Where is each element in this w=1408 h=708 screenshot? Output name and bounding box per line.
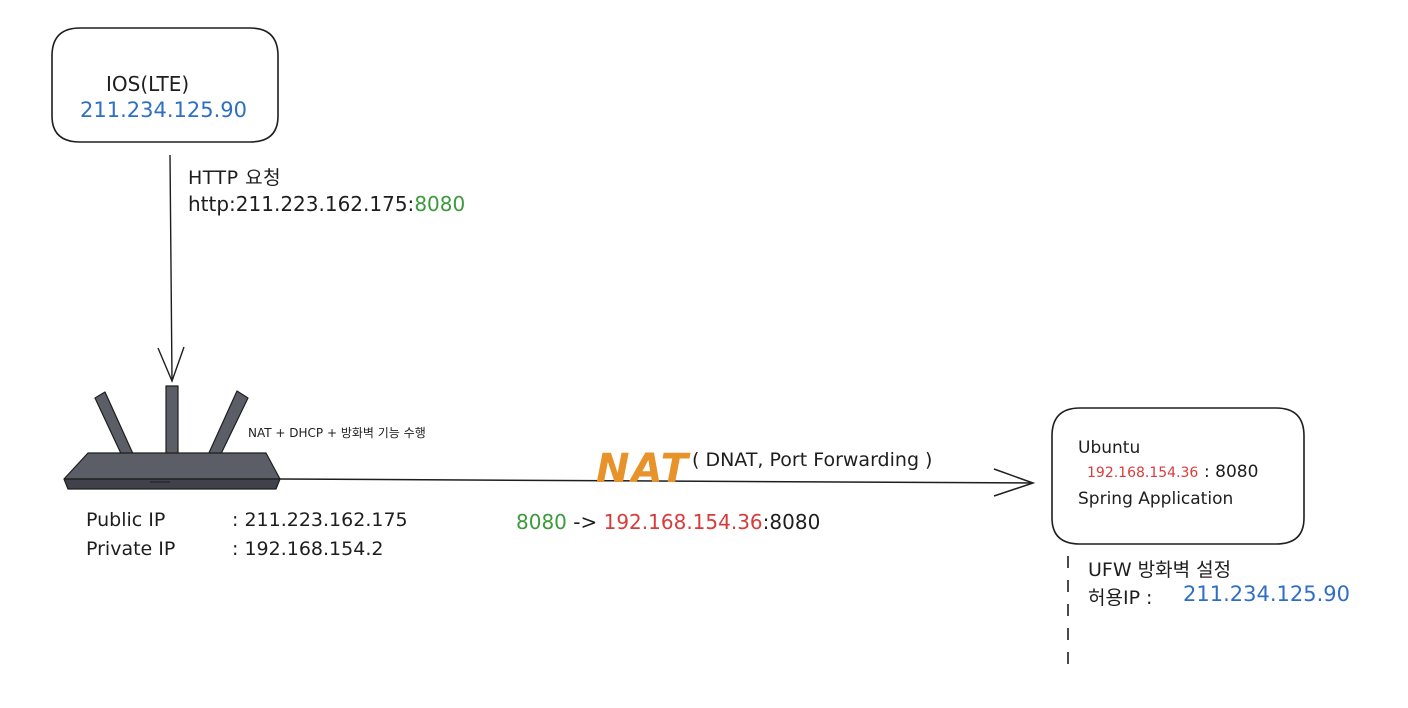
forward-rule-port: 8080 [516,510,567,534]
server-port: : 8080 [1204,462,1259,482]
request-arrow [169,154,173,381]
nat-label: NAT [596,446,690,492]
forward-rule-target-ip: 192.168.154.36 [603,510,763,534]
client-box [51,27,279,143]
forward-rule-arrow: -> [566,510,604,534]
forward-rule-target-port: :8080 [762,510,821,534]
nat-arrow [279,478,1033,484]
router-caption: NAT + DHCP + 방화벽 기능 수행 [248,426,426,440]
request-url-prefix: http:211.223.162.175: [188,192,415,216]
firewall-allow-label: 허용IP : [1088,587,1153,609]
request-title: HTTP 요청 [188,167,282,189]
private-ip-value: : 192.168.154.2 [232,538,384,560]
client-ip: 211.234.125.90 [80,98,247,122]
public-ip-label: Public IP [86,509,166,531]
nat-arrow-head [993,468,1036,497]
server-title: Ubuntu [1078,438,1141,458]
private-ip-label: Private IP [86,538,176,560]
server-box [1051,407,1305,545]
request-url: http:211.223.162.175:8080 [188,192,465,216]
request-port: 8080 [414,192,466,216]
server-ip: 192.168.154.36 [1087,465,1199,481]
server-app: Spring Application [1078,489,1234,509]
firewall-title: UFW 방화벽 설정 [1088,559,1232,581]
port-forward-rule: 8080 -> 192.168.154.36:8080 [516,510,820,534]
firewall-allow-ip: 211.234.125.90 [1183,582,1350,606]
nat-detail: ( DNAT, Port Forwarding ) [692,449,933,471]
public-ip-value: : 211.223.162.175 [232,509,408,531]
client-label: IOS(LTE) [106,72,190,96]
router-icon [63,385,281,490]
request-arrow-head [157,346,185,383]
